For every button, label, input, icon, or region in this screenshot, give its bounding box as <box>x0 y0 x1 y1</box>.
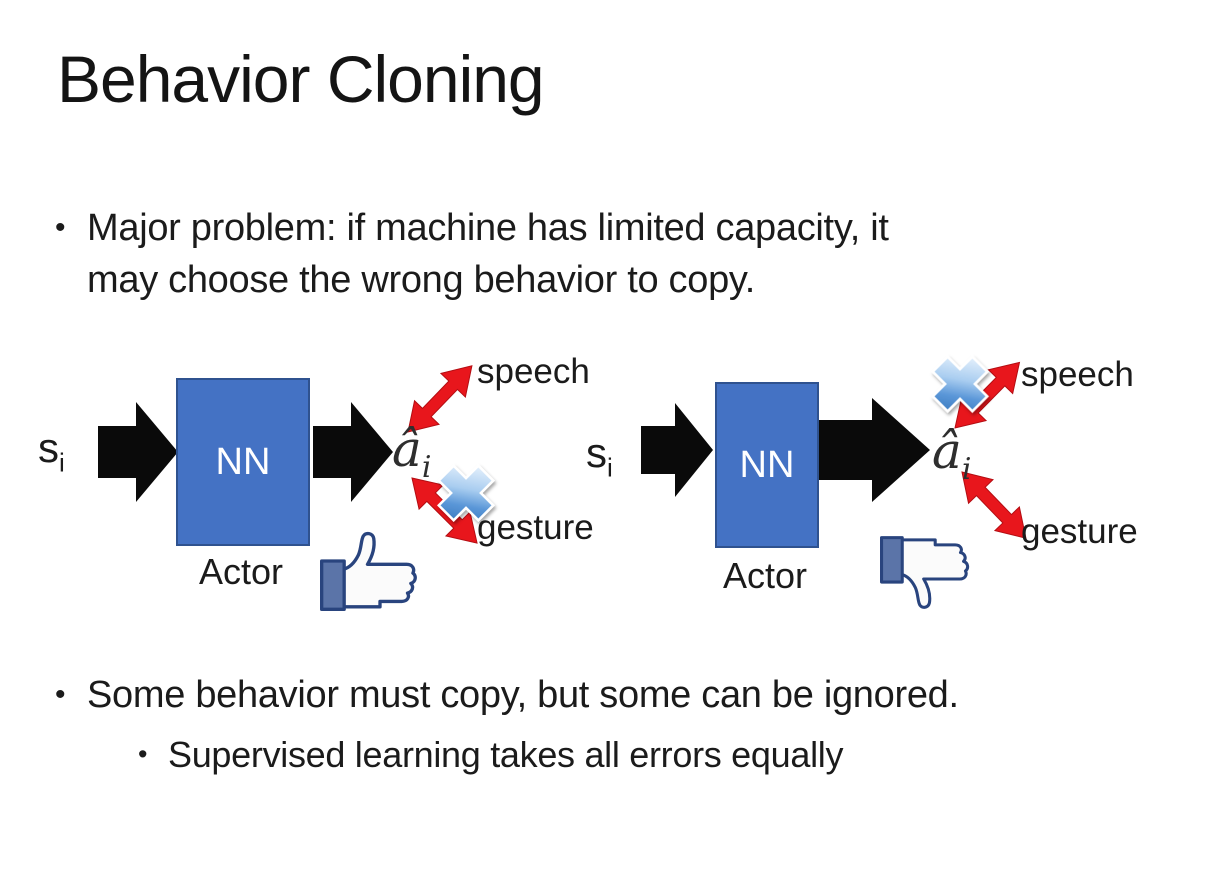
bullet-supervised: • Supervised learning takes all errors e… <box>138 731 843 780</box>
action-symbol: â <box>392 420 422 478</box>
action-symbol: â <box>932 422 962 480</box>
predicted-action-label: âi <box>392 424 431 483</box>
actor-label: Actor <box>198 551 284 592</box>
output-arrow-icon <box>313 402 393 502</box>
bullet-glyph: • <box>55 211 66 244</box>
gesture-label: gesture <box>1021 512 1138 551</box>
output-arrow-icon <box>815 398 930 502</box>
input-arrow-icon <box>641 403 713 497</box>
state-symbol: s <box>586 429 607 476</box>
bullet-major-problem-text: Major problem: if machine has limited ca… <box>87 207 889 301</box>
bullet-glyph: • <box>138 739 148 769</box>
thumbs-down-icon <box>880 536 970 609</box>
state-symbol: s <box>38 424 59 471</box>
state-subscript: i <box>59 447 65 478</box>
nn-label: NN <box>215 440 271 483</box>
predicted-action-label: âi <box>932 426 971 485</box>
nn-label: NN <box>739 443 795 486</box>
state-label: si <box>586 429 613 483</box>
state-subscript: i <box>607 452 613 483</box>
speech-label: speech <box>477 352 590 391</box>
bullet-some-behavior: • Some behavior must copy, but some can … <box>55 670 959 722</box>
nn-box: NN <box>715 382 819 548</box>
bullet-glyph: • <box>55 678 66 711</box>
action-subscript: i <box>961 452 972 487</box>
bullet-supervised-text: Supervised learning takes all errors equ… <box>168 734 844 775</box>
action-subscript: i <box>421 450 432 485</box>
input-arrow-icon <box>98 402 178 502</box>
gesture-label: gesture <box>477 508 594 547</box>
bullet-some-behavior-text: Some behavior must copy, but some can be… <box>87 674 959 716</box>
speech-label: speech <box>1021 355 1134 394</box>
page-title: Behavior Cloning <box>57 42 545 116</box>
cross-icon <box>919 343 1001 425</box>
thumbs-up-icon <box>320 531 417 611</box>
actor-label: Actor <box>722 555 808 596</box>
bullet-major-problem: • Major problem: if machine has limited … <box>55 203 889 306</box>
nn-box: NN <box>176 378 310 546</box>
state-label: si <box>38 424 65 478</box>
